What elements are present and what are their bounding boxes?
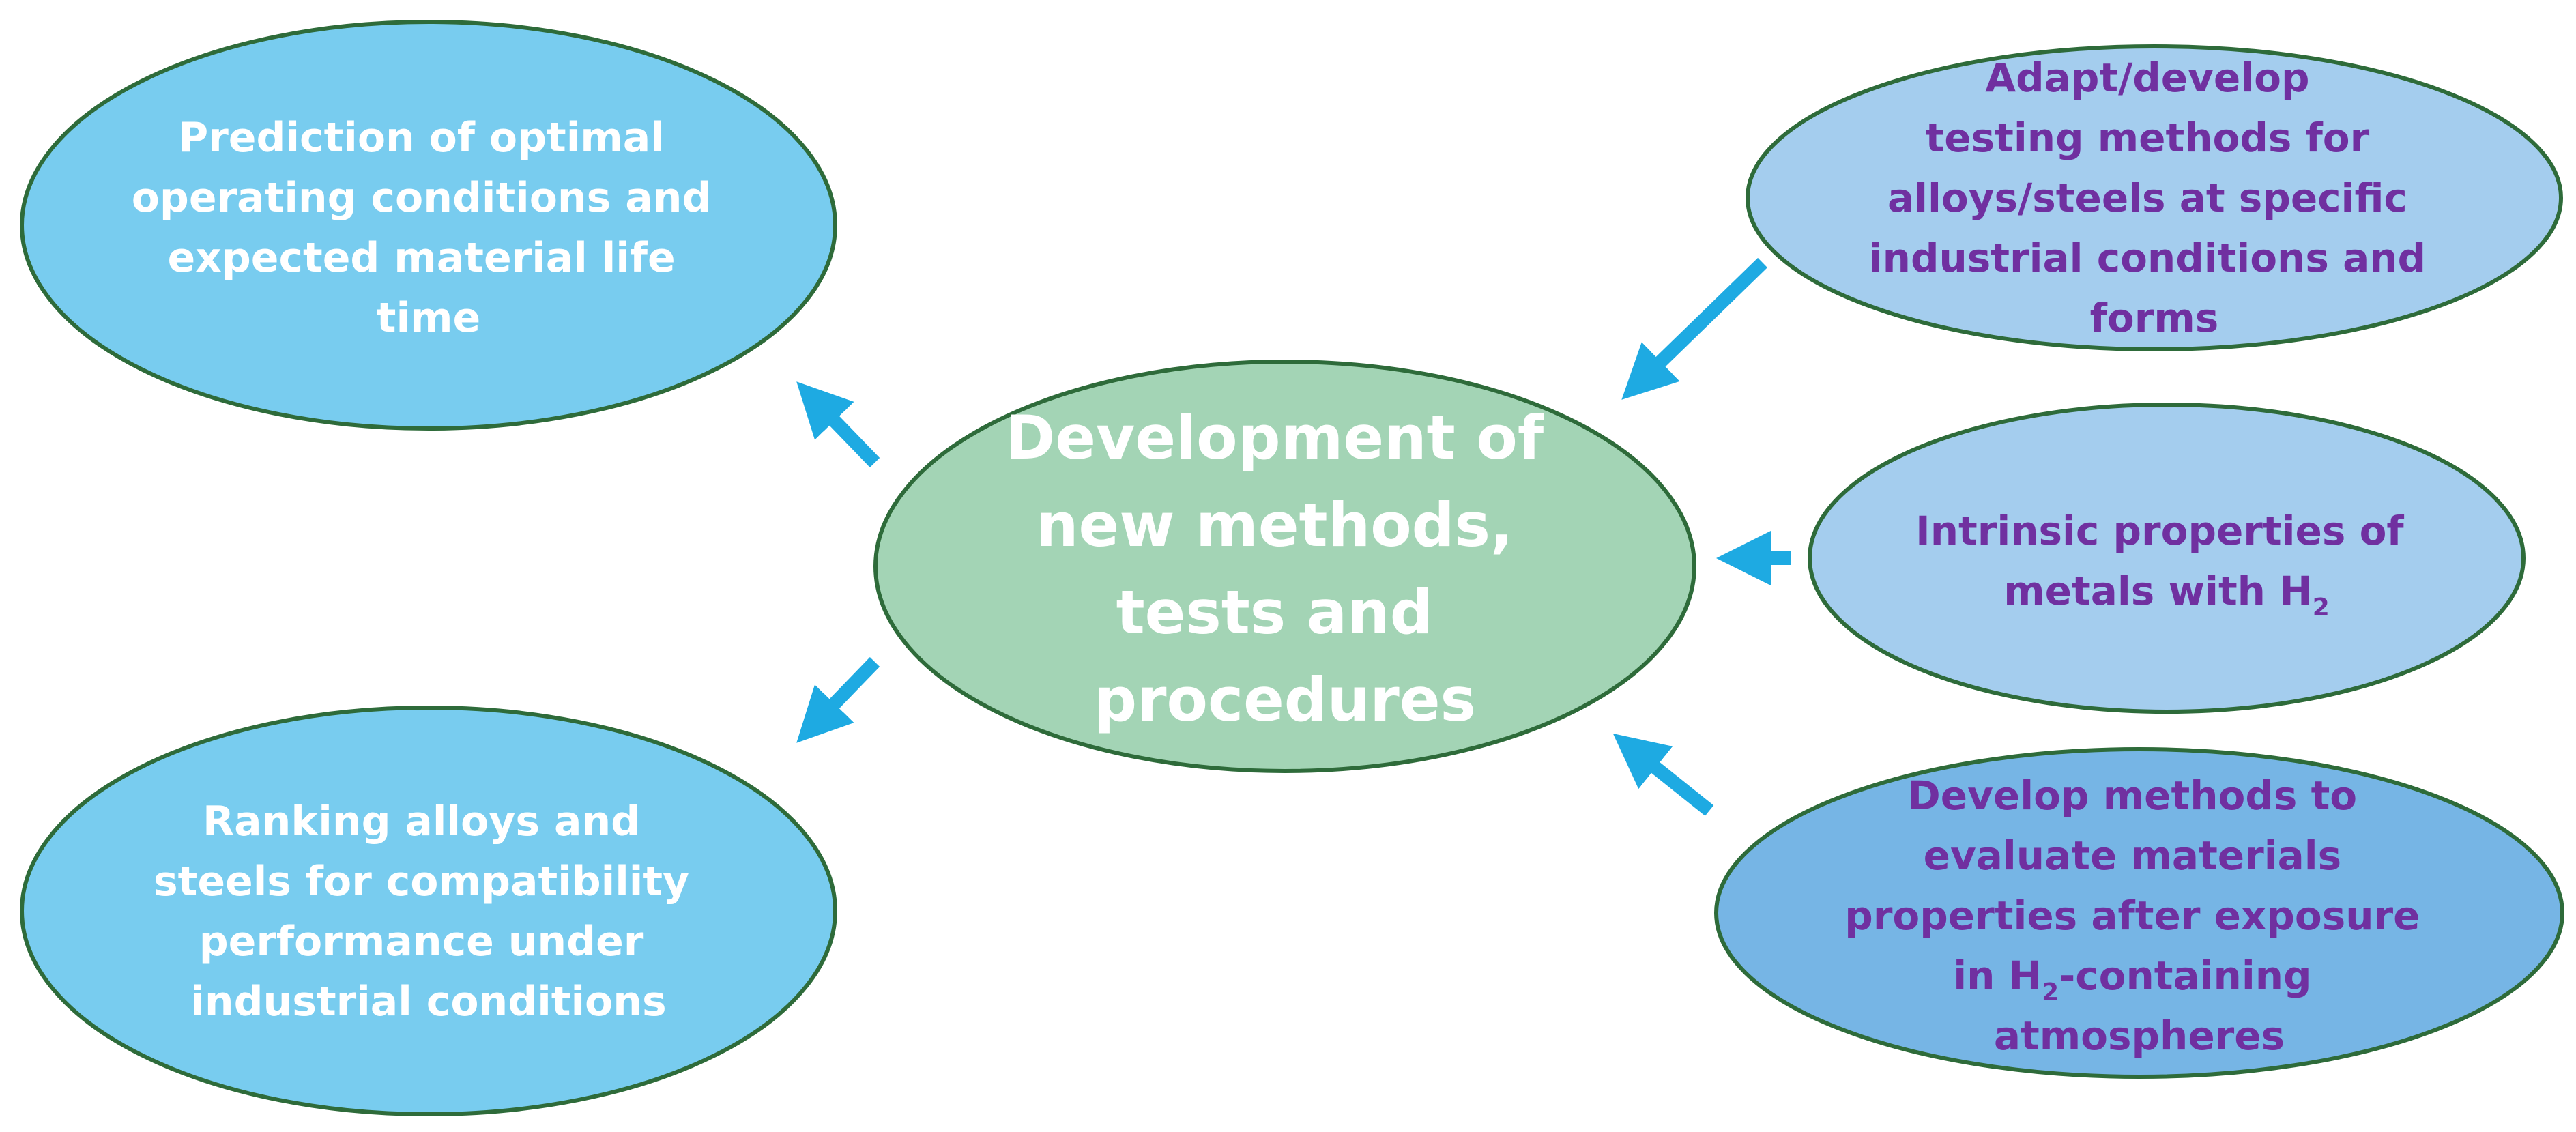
develop-line-4-pre: in H [1953, 953, 2042, 999]
prediction-ellipse [20, 20, 837, 431]
prediction-line-1: Prediction of optimal [178, 114, 665, 162]
develop-line-1: Develop methods to [1908, 772, 2358, 819]
arrow-from-develop [1612, 734, 1714, 816]
intrinsic-line-2-subscript: 2 [2313, 594, 2330, 622]
arrow-from-adapt [1621, 257, 1767, 400]
center-label: Development of new methods, tests and pr… [1005, 403, 1565, 735]
adapt-line-1: Adapt/develop [1985, 55, 2309, 101]
develop-line-4: in H2-containing [1953, 953, 2311, 1006]
develop-line-5: atmospheres [1994, 1013, 2285, 1059]
adapt-line-5: forms [2090, 295, 2219, 341]
develop-ellipse [1714, 747, 2564, 1079]
center-ellipse [873, 360, 1696, 773]
ranking-ellipse [20, 706, 837, 1116]
ranking-line-1: Ranking alloys and [203, 798, 640, 845]
arrow-to-prediction [796, 381, 880, 467]
arrow-to-ranking [796, 657, 880, 743]
ranking-line-4: industrial conditions [190, 978, 666, 1026]
develop-line-3: properties after exposure [1844, 892, 2420, 939]
intrinsic-line-2-text: metals with H [2003, 568, 2312, 614]
intrinsic-label: Intrinsic properties of metals with H2 [1915, 508, 2418, 622]
develop-line-2: evaluate materials [1924, 832, 2342, 879]
adapt-ellipse [1746, 44, 2563, 351]
adapt-line-3: alloys/steels at specific [1887, 175, 2407, 221]
center-line-2: new methods, [1036, 490, 1514, 560]
intrinsic-line-1: Intrinsic properties of [1915, 508, 2404, 554]
prediction-line-4: time [377, 294, 480, 342]
ranking-line-3: performance under [199, 918, 644, 966]
prediction-label: Prediction of optimal operating conditio… [132, 114, 726, 342]
adapt-line-4: industrial conditions and [1869, 235, 2426, 281]
adapt-label: Adapt/develop testing methods for alloys… [1869, 55, 2440, 341]
intrinsic-line-2: metals with H2 [2003, 568, 2329, 622]
center-line-1: Development of [1005, 403, 1545, 473]
ranking-label: Ranking alloys and steels for compatibil… [154, 798, 704, 1026]
intrinsic-ellipse [1808, 403, 2526, 714]
prediction-line-2: operating conditions and [132, 174, 712, 222]
develop-label: Develop methods to evaluate materials pr… [1844, 772, 2433, 1059]
develop-line-4-subscript: 2 [2042, 978, 2059, 1006]
adapt-line-2: testing methods for [1926, 115, 2370, 161]
prediction-line-3: expected material life [167, 234, 675, 282]
center-line-4: procedures [1094, 665, 1476, 735]
ranking-line-2: steels for compatibility [154, 858, 689, 905]
center-line-3: tests and [1116, 577, 1433, 648]
develop-line-4-post: -containing [2059, 953, 2311, 999]
